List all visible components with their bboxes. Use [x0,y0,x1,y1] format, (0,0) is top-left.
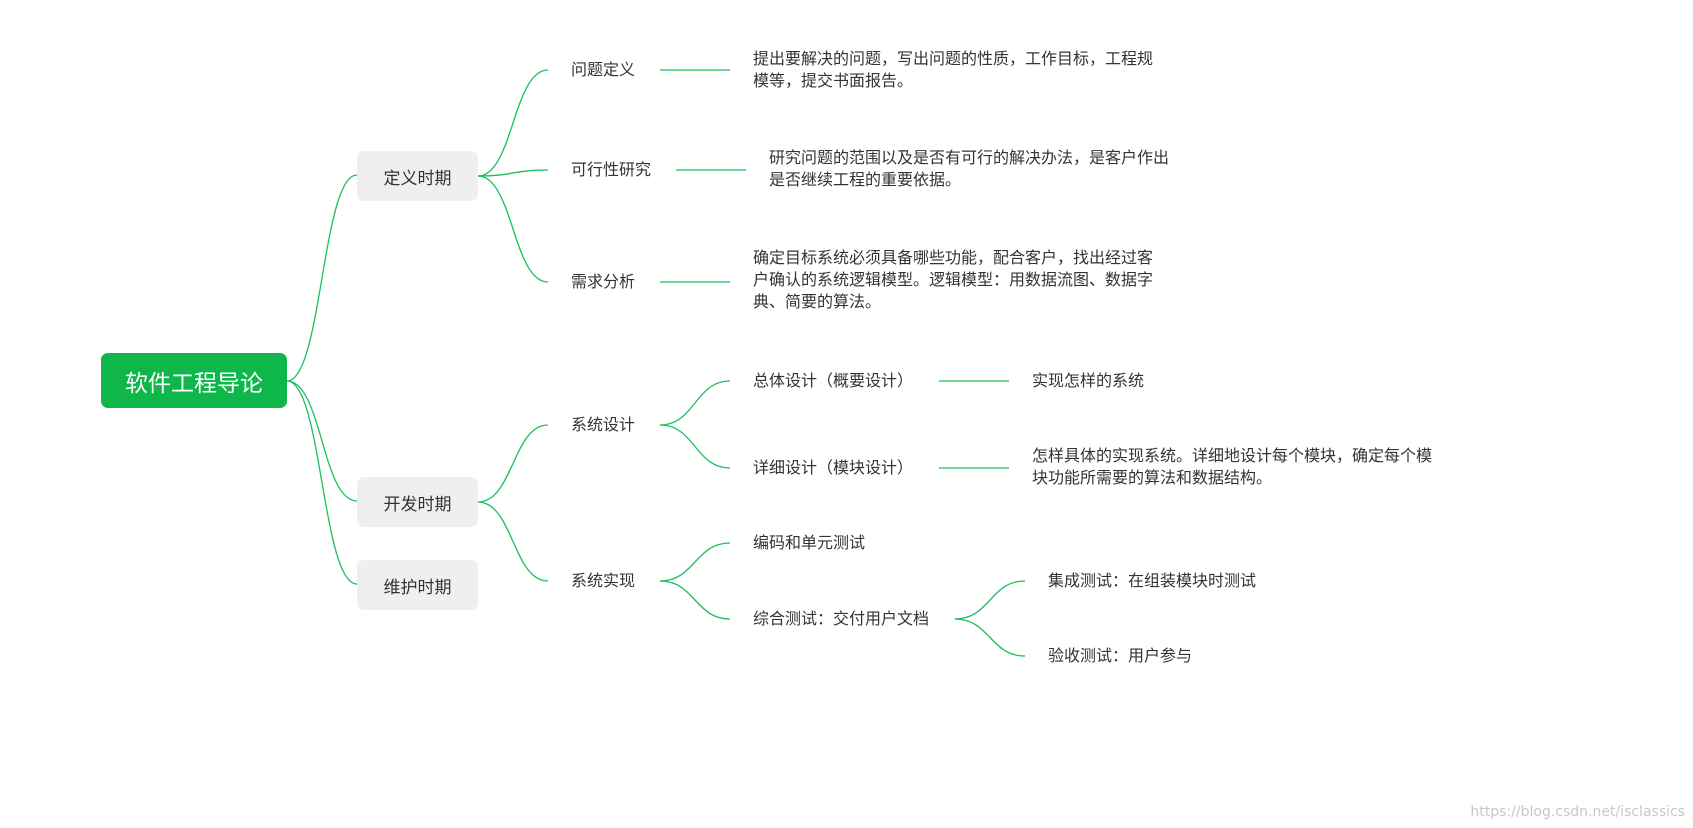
desc-problem-definition: 提出要解决的问题，写出问题的性质，工作目标，工程规 模等，提交书面报告。 [753,48,1153,92]
link-integration-integration-test [954,580,1026,620]
link-root-definition [286,174,358,382]
node-overall-design[interactable]: 总体设计（概要设计） [753,370,913,392]
link-design-detailed [659,424,731,469]
desc-line: 怎样具体的实现系统。详细地设计每个模块，确定每个模 [1032,446,1433,465]
link-root-development [286,380,358,502]
phase-development-label: 开发时期 [383,494,452,515]
acceptance-test-label: 验收测试：用户参与 [1048,646,1193,665]
phase-definition-label: 定义时期 [383,168,452,189]
node-feasibility[interactable]: 可行性研究 [571,159,651,181]
desc-detailed-design: 怎样具体的实现系统。详细地设计每个模块，确定每个模 块功能所需要的算法和数据结构… [1032,445,1432,489]
link-definition-feasibility [477,169,549,177]
node-problem-definition[interactable]: 问题定义 [571,59,635,81]
node-integration[interactable]: 综合测试：交付用户文档 [753,608,929,630]
integration-label: 综合测试：交付用户文档 [753,609,930,628]
node-acceptance-test[interactable]: 验收测试：用户参与 [1048,645,1192,667]
node-system-impl[interactable]: 系统实现 [571,570,635,592]
node-system-design[interactable]: 系统设计 [571,414,635,436]
desc-feasibility: 研究问题的范围以及是否有可行的解决办法，是客户作出 是否继续工程的重要依据。 [769,147,1169,191]
feasibility-label: 可行性研究 [571,160,652,179]
detailed-design-label: 详细设计（模块设计） [753,458,914,477]
phase-maintenance[interactable]: 维护时期 [357,560,478,610]
link-impl-integration [659,580,731,620]
desc-line: 提出要解决的问题，写出问题的性质，工作目标，工程规 [753,49,1154,68]
node-detailed-design[interactable]: 详细设计（模块设计） [753,457,913,479]
link-definition-requirements [477,175,549,283]
link-impl-coding [659,542,731,582]
desc-line: 研究问题的范围以及是否有可行的解决办法，是客户作出 [769,148,1170,167]
desc-line: 户确认的系统逻辑模型。逻辑模型：用数据流图、数据字 [753,270,1154,289]
node-integration-test[interactable]: 集成测试：在组装模块时测试 [1048,570,1256,592]
link-definition-problem [477,69,549,177]
desc-line: 确定目标系统必须具备哪些功能，配合客户，找出经过客 [753,248,1154,267]
link-design-overall [659,380,731,426]
desc-line: 典、简要的算法。 [753,292,882,311]
desc-line: 实现怎样的系统 [1032,371,1145,390]
overall-design-label: 总体设计（概要设计） [753,371,914,390]
desc-line: 是否继续工程的重要依据。 [769,170,962,189]
integration-test-label: 集成测试：在组装模块时测试 [1048,571,1257,590]
phase-definition[interactable]: 定义时期 [357,151,478,201]
node-requirements[interactable]: 需求分析 [571,271,635,293]
desc-overall-design: 实现怎样的系统 [1032,370,1144,392]
requirements-label: 需求分析 [571,272,636,291]
problem-definition-label: 问题定义 [571,60,636,79]
coding-label: 编码和单元测试 [753,533,866,552]
watermark: https://blog.csdn.net/isclassics [1470,804,1685,820]
desc-requirements: 确定目标系统必须具备哪些功能，配合客户，找出经过客 户确认的系统逻辑模型。逻辑模… [753,247,1153,313]
link-development-design [477,424,549,503]
root-label: 软件工程导论 [125,370,263,397]
system-impl-label: 系统实现 [571,571,636,590]
desc-line: 块功能所需要的算法和数据结构。 [1032,468,1273,487]
system-design-label: 系统设计 [571,415,636,434]
link-integration-acceptance [954,618,1026,657]
phase-development[interactable]: 开发时期 [357,477,478,527]
link-development-impl [477,501,549,582]
node-coding[interactable]: 编码和单元测试 [753,532,865,554]
phase-maintenance-label: 维护时期 [383,577,452,598]
link-root-maintenance [286,380,358,585]
root-node[interactable]: 软件工程导论 [101,353,287,408]
desc-line: 模等，提交书面报告。 [753,71,914,90]
